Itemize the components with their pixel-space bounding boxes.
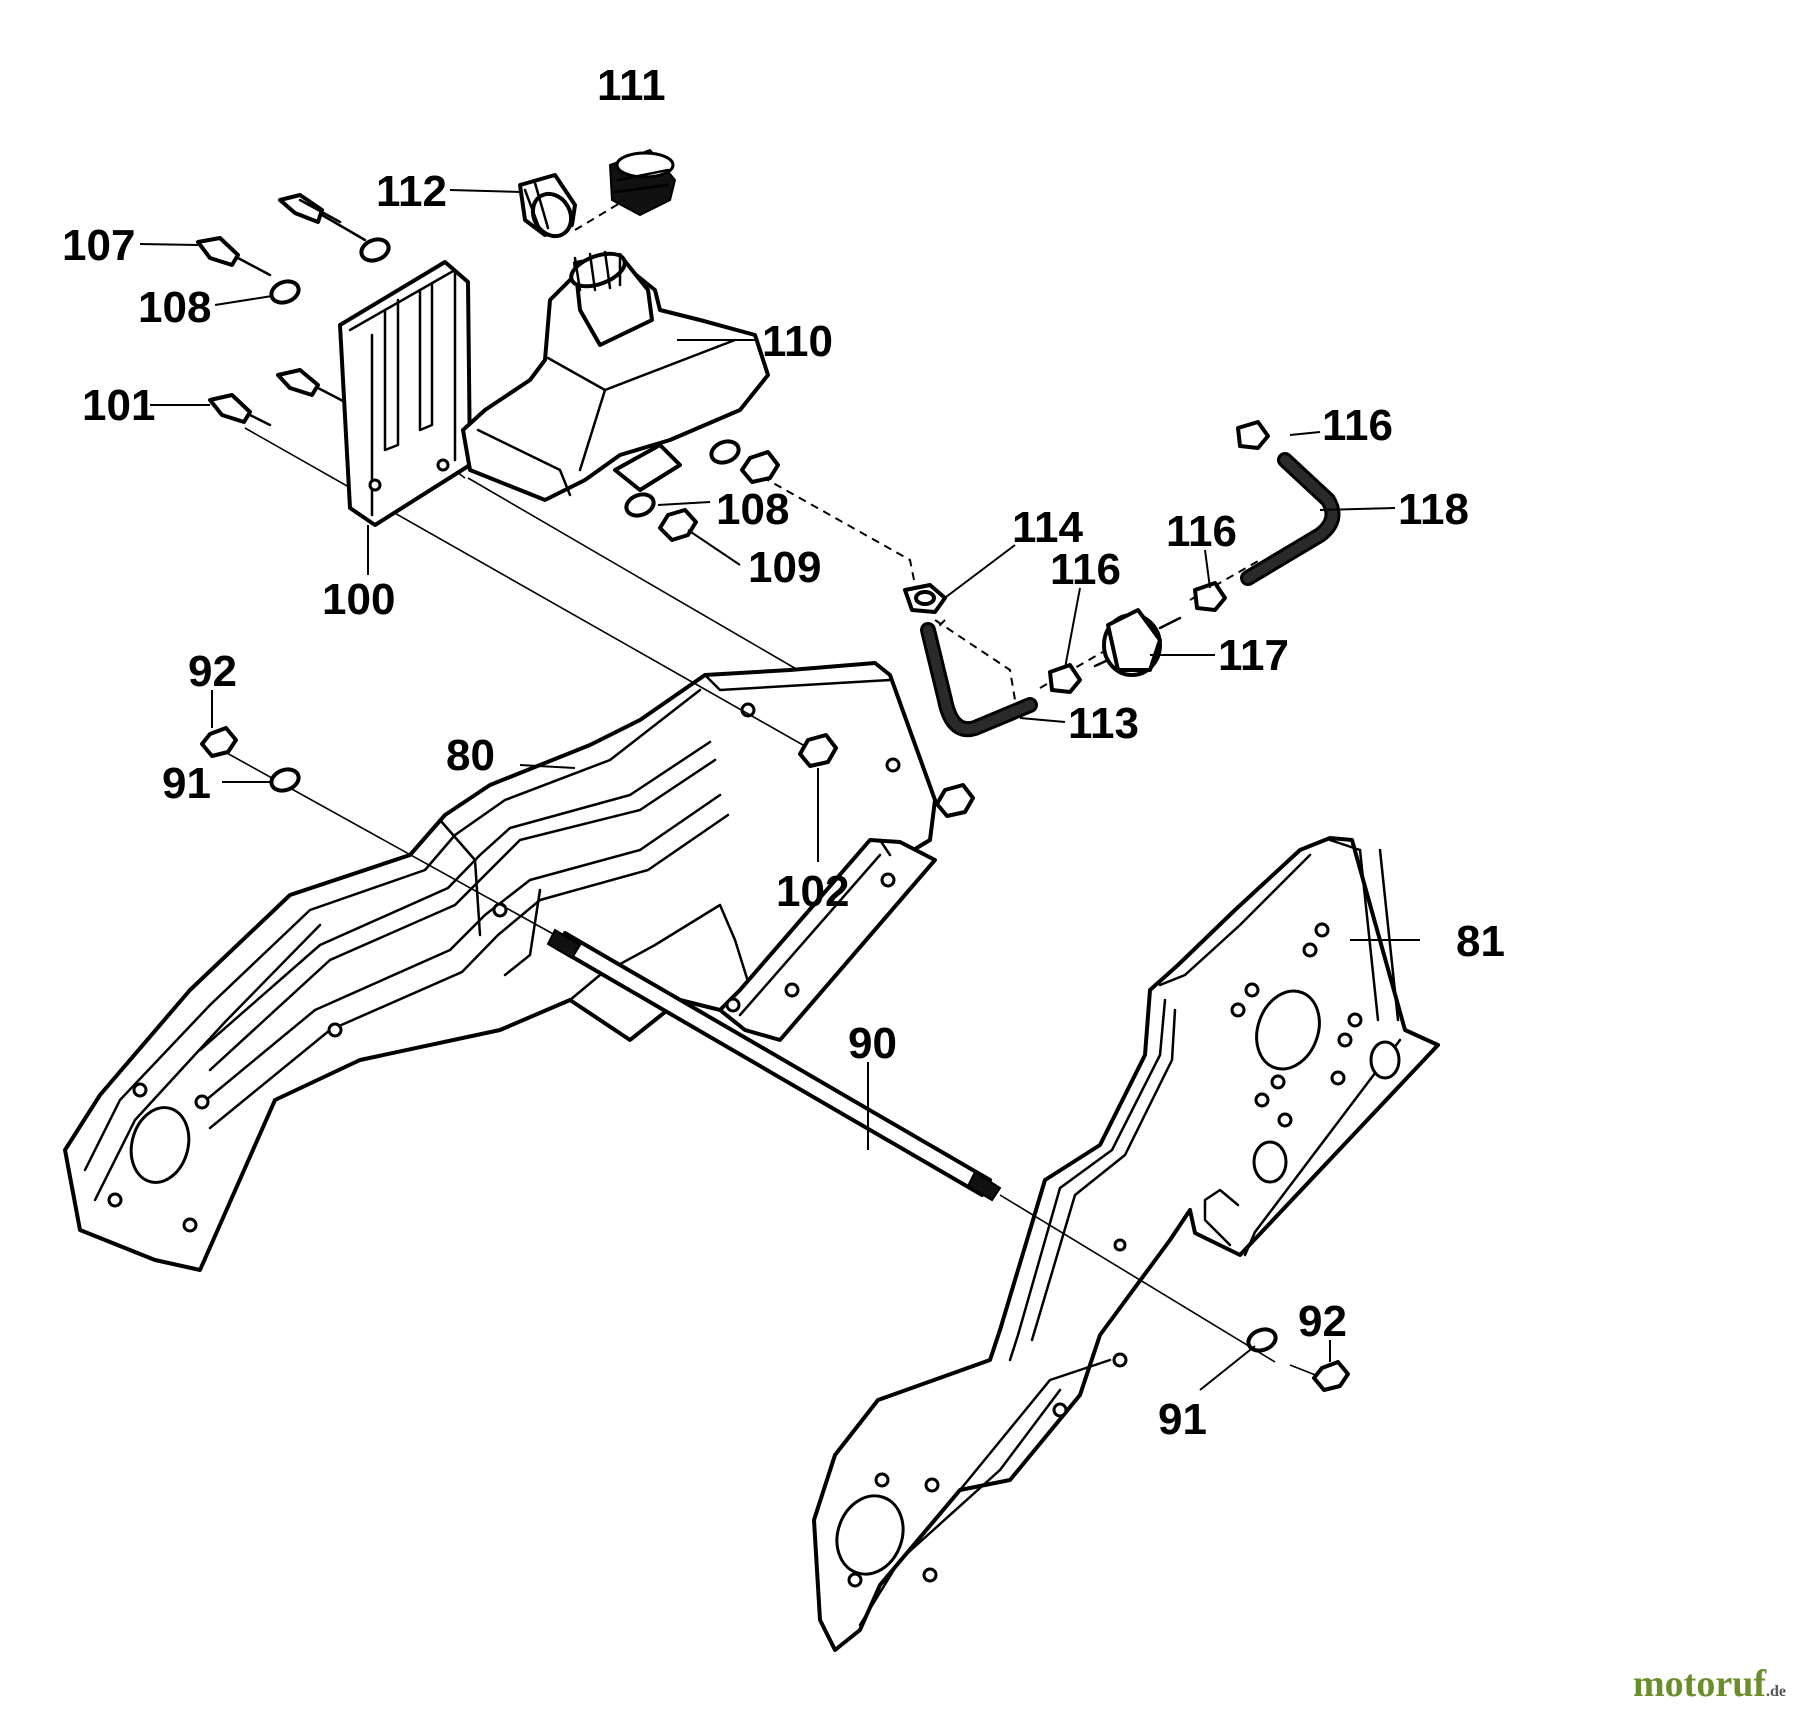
leader-lines xyxy=(139,189,1420,1391)
label-108: 108 xyxy=(716,485,789,534)
label-113: 113 xyxy=(1068,699,1139,748)
watermark-suffix: .de xyxy=(1766,1683,1786,1700)
label-116: 116 xyxy=(1050,545,1121,594)
label-111: 111 xyxy=(597,61,666,110)
cross-channel xyxy=(718,838,937,1042)
side-plate-80 xyxy=(63,661,937,1272)
label-100: 100 xyxy=(322,575,395,624)
label-117: 117 xyxy=(1218,631,1289,680)
label-101: 101 xyxy=(82,381,155,430)
label-81: 81 xyxy=(1456,917,1505,966)
hardware xyxy=(196,193,1350,1392)
label-91: 91 xyxy=(162,759,211,808)
clamp-116-mid xyxy=(1048,663,1082,694)
side-plate-81 xyxy=(812,836,1440,1652)
nut xyxy=(200,726,238,758)
filter-112 xyxy=(518,173,577,239)
clamp-116-top xyxy=(1236,420,1270,450)
label-118: 118 xyxy=(1398,485,1469,534)
screw xyxy=(276,368,347,404)
label-107: 107 xyxy=(62,221,135,270)
nut xyxy=(798,733,838,768)
fuel-line-113 xyxy=(920,622,1038,738)
label-92: 92 xyxy=(188,647,237,696)
screw xyxy=(196,236,272,277)
label-92: 92 xyxy=(1298,1297,1347,1346)
label-116: 116 xyxy=(1166,507,1237,556)
label-108: 108 xyxy=(138,283,211,332)
nut xyxy=(1312,1360,1350,1392)
nut xyxy=(740,450,780,484)
fuel-tank-110 xyxy=(461,250,770,502)
label-116: 116 xyxy=(1322,401,1393,450)
washer xyxy=(709,439,741,465)
label-110: 110 xyxy=(762,317,833,366)
label-90: 90 xyxy=(848,1019,897,1068)
rod-90 xyxy=(546,928,1002,1202)
alignment-dashes xyxy=(574,199,1261,701)
label-109: 109 xyxy=(748,543,821,592)
label-80: 80 xyxy=(446,731,495,780)
washer xyxy=(1246,1327,1278,1353)
bracket-100 xyxy=(338,260,472,527)
part-labels: 111 112 107 108 110 101 108 109 100 116 … xyxy=(62,61,1505,1444)
label-102: 102 xyxy=(776,867,849,916)
fuel-filter-117 xyxy=(1093,608,1182,677)
fuel-cap-111 xyxy=(608,148,677,217)
label-114: 114 xyxy=(1012,503,1084,552)
nut xyxy=(935,783,975,818)
screw xyxy=(278,193,367,242)
washer xyxy=(624,492,656,518)
label-112: 112 xyxy=(376,167,447,216)
fuel-line-118 xyxy=(1240,452,1341,586)
nut xyxy=(658,508,698,542)
watermark-text: motoruf xyxy=(1633,1663,1766,1705)
clamp-116-right xyxy=(1193,581,1227,612)
washer xyxy=(269,767,301,793)
screw xyxy=(208,393,272,427)
washer xyxy=(359,237,391,263)
label-91: 91 xyxy=(1158,1395,1207,1444)
washer xyxy=(269,279,301,305)
watermark-logo: motoruf.de xyxy=(1633,1662,1786,1706)
clamp-114 xyxy=(903,583,947,614)
